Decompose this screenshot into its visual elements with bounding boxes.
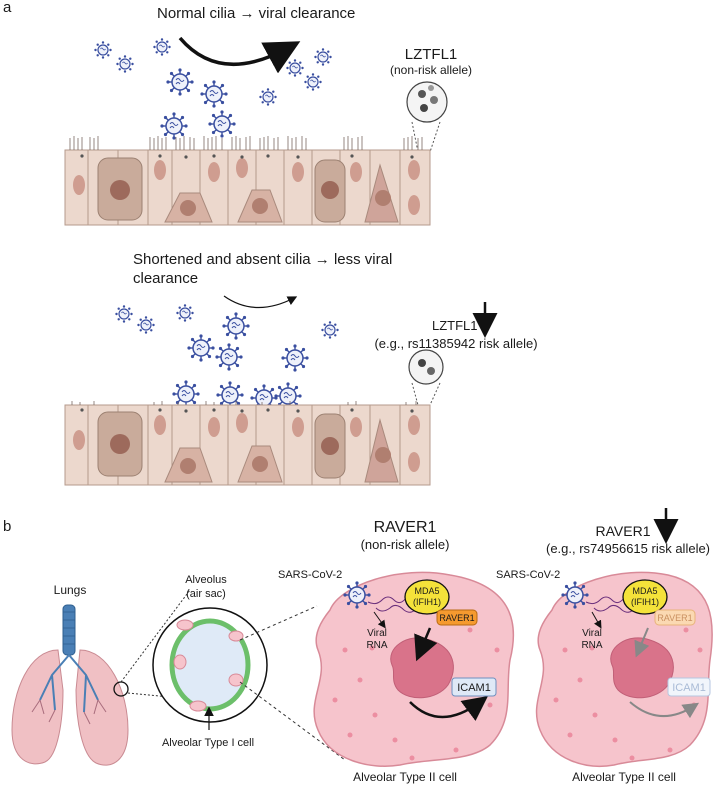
zoom-line-4: [239, 681, 346, 761]
right-icam-label: ICAM1: [672, 682, 706, 694]
top-epithelium: [64, 136, 431, 226]
bottom-heading-line1: Shortened and absent cilia → less viral: [133, 251, 392, 268]
left-gene-label: RAVER1: [374, 519, 437, 536]
zoom-line-2: [127, 692, 181, 699]
left-mda5-label-1: MDA5: [414, 586, 439, 596]
bottom-allele-label: (e.g., rs11385942 risk allele): [374, 336, 537, 351]
left-icam-label: ICAM1: [457, 682, 491, 694]
left-allele-label: (non-risk allele): [361, 537, 450, 552]
left-virus-icon: [342, 580, 372, 610]
bottom-virus-cloud: [114, 303, 340, 413]
left-raver-protein: [436, 609, 478, 626]
right-gene-label: RAVER1: [596, 523, 651, 539]
left-cell-caption: Alveolar Type II cell: [353, 770, 457, 784]
right-virus-label: SARS-CoV-2: [496, 569, 560, 581]
bottom-gene-label: LZTFL1: [432, 318, 478, 333]
left-raver-label: RAVER1: [439, 613, 474, 623]
type1-label: Alveolar Type I cell: [162, 737, 254, 749]
right-virus-icon: [560, 580, 590, 610]
top-virus-cloud: [93, 37, 333, 141]
left-rna-label-1: Viral: [367, 628, 387, 639]
clearance-arrow-strong: [178, 36, 301, 74]
top-gene-label: LZTFL1: [405, 46, 458, 63]
right-allele-label: (e.g., rs74956615 risk allele): [546, 541, 710, 556]
left-mda5-protein: [404, 579, 450, 615]
right-raver-protein: [654, 609, 696, 626]
left-icam-box: [451, 677, 497, 697]
alveolus-label-line1: Alveolus: [185, 574, 227, 586]
left-virus-label: SARS-CoV-2: [278, 569, 342, 581]
bottom-lens-zoom: [408, 349, 444, 406]
right-rna-label-2: RNA: [581, 640, 602, 651]
right-rna-pointer: [591, 611, 602, 629]
top-heading: Normal cilia → viral clearance: [157, 5, 355, 22]
right-mda5-label-1: MDA5: [632, 586, 657, 596]
right-rna-label-1: Viral: [582, 628, 602, 639]
top-allele-label: (non-risk allele): [390, 63, 472, 77]
zoom-line-3: [239, 605, 318, 641]
right-mda5-protein: [622, 579, 668, 615]
lungs-label: Lungs: [54, 583, 87, 597]
lungs-illustration: [11, 604, 129, 766]
panel-label-a: a: [3, 0, 12, 16]
right-icam-arrow: [629, 701, 700, 719]
left-rna-label-2: RNA: [366, 640, 387, 651]
left-mda5-label-2: (IFIH1): [413, 597, 441, 607]
right-cell-caption: Alveolar Type II cell: [572, 770, 676, 784]
alveolus-illustration: [152, 607, 268, 723]
right-raver-label: RAVER1: [657, 613, 692, 623]
right-icam-box: [667, 677, 711, 697]
zoom-line-1: [120, 589, 191, 683]
left-rna-pointer: [373, 611, 386, 629]
alveolus-label-line2: (air sac): [186, 588, 226, 600]
bottom-heading-line2: clearance: [133, 270, 198, 287]
bottom-epithelium: [64, 401, 431, 486]
right-signal-arrow: [634, 627, 650, 658]
top-lens-zoom: [406, 81, 448, 153]
panel-label-b: b: [3, 518, 11, 535]
left-signal-arrow: [414, 627, 438, 662]
left-icam-arrow: [409, 696, 489, 721]
clearance-arrow-weak: [223, 295, 298, 309]
right-mda5-label-2: (IFIH1): [631, 597, 659, 607]
